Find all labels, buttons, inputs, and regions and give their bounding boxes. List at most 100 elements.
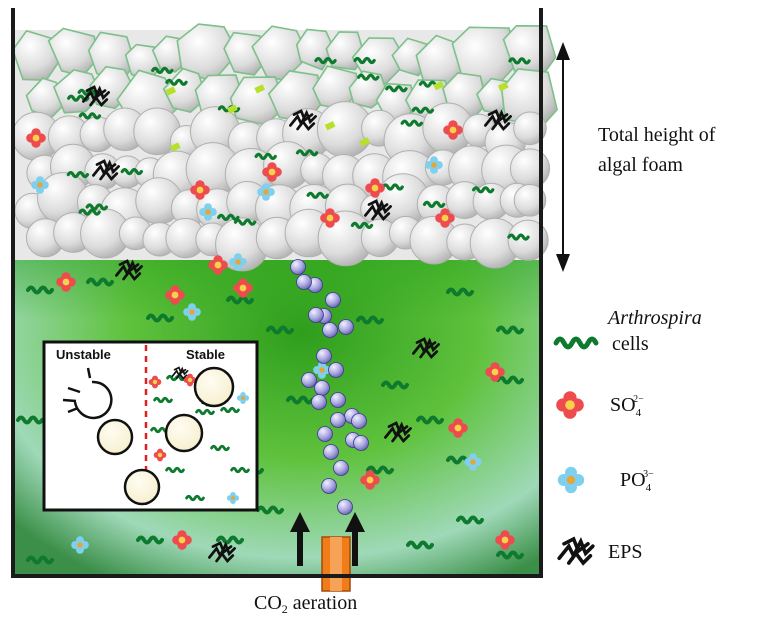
co2-bubble [290,259,306,275]
co2-bubble [330,392,346,408]
co2-bubble [323,444,339,460]
arthrospira-cell [254,152,277,160]
legend-phosphate-icon [557,466,585,494]
chlorophyll-fleck [497,81,509,92]
arthrospira-cell [151,66,174,74]
arthrospira-cell [446,287,474,297]
arthrospira-cell [507,233,530,241]
co2-bubble [321,478,337,494]
height-label-line2: algal foam [598,154,683,176]
arthrospira-cell [146,313,174,323]
co2-bubble [311,394,327,410]
inset-unstable-label: Unstable [56,347,111,362]
chlorophyll-fleck [324,121,336,131]
arthrospira-cell [350,221,374,229]
arthrospira-cell [185,494,205,502]
arthrospira-cell [357,73,380,81]
arthrospira-cell [295,149,319,157]
chlorophyll-fleck [433,80,445,91]
foam-stability-inset [42,340,259,512]
legend-arthrospira-icon [553,336,599,350]
co2-bubble [353,435,369,451]
height-label-line1: Total height of [598,124,716,146]
arthrospira-cell [153,396,173,404]
sulfate-base: SO [610,394,636,416]
arthrospira-cell [136,535,164,545]
foam-bubble [513,184,547,217]
phosphate-sub: 4 [645,482,652,494]
arthrospira-cell [78,208,101,216]
arthrospira-cell [230,466,250,474]
co2-bubble [322,322,338,338]
arthrospira-cell [286,395,314,405]
chlorophyll-fleck [165,86,177,96]
arthrospira-cell [86,277,114,287]
arthrospira-cell [496,550,524,560]
arthrospira-cell [385,85,408,93]
aeration-suffix: aeration [287,592,358,614]
co2-bubble [337,499,353,515]
arthrospira-cell [472,186,495,194]
arthrospira-cell [353,56,376,65]
sulfate-sup: 2− [633,394,644,405]
arthrospira-cell [233,218,257,226]
height-arrow [556,42,570,272]
arthrospira-cell [166,374,186,382]
chlorophyll-fleck [169,142,181,152]
co2-bubble [333,460,349,476]
arthrospira-cell [496,375,524,385]
co2-sub: 2 [281,602,288,616]
phosphate-sup: 3− [643,469,654,480]
arthrospira-cell [406,540,434,550]
arthrospira-cell [195,408,215,416]
co2-bubble [308,307,324,323]
arthrospira-cell [26,555,54,565]
legend-eps-icon [557,537,595,565]
unstable-bubble [96,418,134,456]
co2-bubble [330,412,346,428]
co2-bubble-column [290,259,369,515]
legend-sulfate-label: SO4 2− [610,394,652,419]
arthrospira-cell [120,168,144,176]
arthrospira-cell [256,505,284,515]
co2-bubble [314,380,330,396]
chlorophyll-fleck [359,137,371,147]
co2-bubble [338,319,354,335]
arthrospira-cell [422,200,446,208]
co2-bubble [328,362,344,378]
arthrospira-cell [216,535,244,545]
arthrospira-cell [78,112,102,120]
arthrospira-cell [416,415,444,425]
arthrospira-cell [220,406,240,414]
arthrospira-cell [314,57,337,65]
arthrospira-cell [66,171,90,179]
foam-bubble [52,69,102,114]
height-label: Total height of algal foam [598,120,715,180]
arthrospira-cell [165,78,188,86]
co2-prefix: CO [254,592,282,614]
arthrospira-cell [356,315,384,325]
foam-bubble [513,111,547,146]
stable-bubble [193,366,235,408]
foam-bubble [509,148,551,189]
arthrospira-cell [77,88,101,96]
arthrospira-cell [210,444,230,452]
foam-bubble [162,67,208,113]
arthrospira-cell [16,415,44,425]
co2-bubble [316,348,332,364]
algal-foam-layer [11,23,558,272]
stable-bubble [164,413,204,453]
legend-eps-label: EPS [608,541,643,563]
legend-phosphate-label: PO43− [620,469,662,494]
arthrospira-cell [85,203,109,211]
arthrospira-cell [165,466,185,474]
arthrospira-cells: cells [612,333,649,355]
arthrospira-cell [266,325,294,335]
arthrospira-cell [456,515,484,525]
arthrospira-cell [226,295,254,305]
arthrospira-cell [217,213,240,221]
sulfate-sub: 4 [635,407,642,419]
inset-stable-label: Stable [186,347,226,362]
arthrospira-cell [400,119,423,127]
arthrospira-cell [381,183,404,191]
